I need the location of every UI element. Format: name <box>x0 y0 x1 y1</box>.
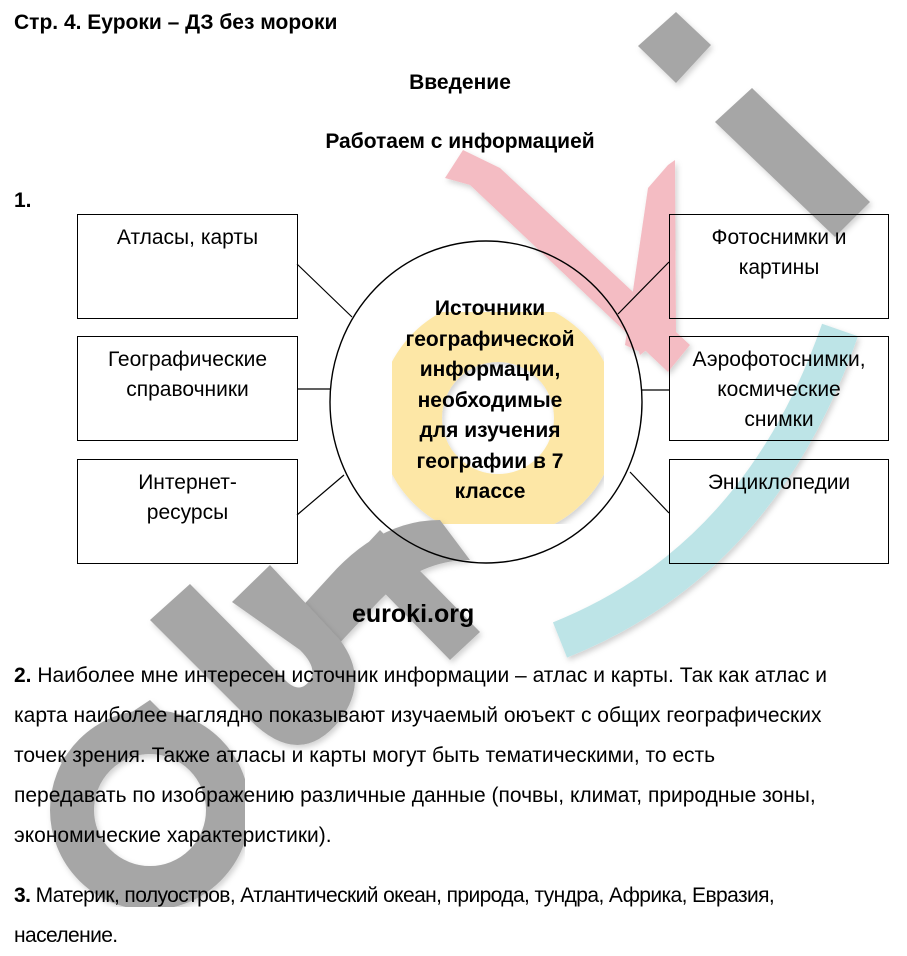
page-header: Стр. 4. Еуроки – ДЗ без мороки <box>14 11 338 34</box>
circle-line: необходимые <box>417 388 563 412</box>
section-subtitle: Работаем с информацией <box>325 130 595 153</box>
task-2-line: точек зрения. Также атласы и карты могут… <box>14 744 716 767</box>
task-3-line: население. <box>14 924 118 947</box>
task-2-line: передавать по изображению различные данн… <box>14 784 816 807</box>
source-box-reference-books: Географические справочники <box>77 336 298 441</box>
box-text: ресурсы <box>146 501 229 524</box>
source-box-aerial-photos: Аэрофотоснимки, космические снимки <box>669 336 889 441</box>
circle-line: географии в 7 <box>416 449 564 473</box>
task-3-line: 3. Материк, полуостров, Атлантический ок… <box>14 876 907 916</box>
box-text: Атласы, карты <box>116 226 259 249</box>
box-text: картины <box>738 256 820 279</box>
box-text: справочники <box>126 378 249 401</box>
box-text: Интернет- <box>138 471 237 494</box>
box-text: снимки <box>744 408 814 431</box>
task-1-number: 1. <box>14 189 32 212</box>
box-text: космические <box>717 378 841 401</box>
box-text: Фотоснимки и <box>711 226 847 249</box>
circle-line: классе <box>454 480 526 503</box>
task-2-line: экономические характеристики). <box>14 824 332 847</box>
task-3-answer: 3. Материк, полуостров, Атлантический ок… <box>14 876 907 956</box>
task-3-text: Материк, полуостров, Атлантический океан… <box>30 884 775 907</box>
box-text: Географические <box>107 348 268 371</box>
task-2-text: Наиболее мне интересен источник информац… <box>31 664 828 687</box>
section-title: Введение <box>409 71 511 94</box>
source-box-atlases: Атласы, карты <box>77 214 298 319</box>
circle-line: географической <box>405 327 575 351</box>
box-text: Энциклопедии <box>707 471 851 494</box>
box-text: Аэрофотоснимки, <box>692 348 866 371</box>
circle-line: Источники <box>434 297 546 320</box>
source-box-encyclopedias: Энциклопедии <box>669 459 889 564</box>
task-2-number: 2. <box>14 664 32 687</box>
center-circle-text: Источники географической информации, нео… <box>370 294 610 508</box>
source-box-internet: Интернет- ресурсы <box>77 459 298 564</box>
circle-line: для изучения <box>419 419 561 442</box>
source-box-photos: Фотоснимки и картины <box>669 214 889 319</box>
task-2-answer: 2. Наиболее мне интересен источник инфор… <box>14 656 907 856</box>
task-3-number: 3. <box>14 884 31 907</box>
task-2-line: 2. Наиболее мне интересен источник инфор… <box>14 656 907 696</box>
circle-line: информации, <box>419 358 561 381</box>
site-label: euroki.org <box>352 600 475 628</box>
task-2-line: карта наиболее наглядно показывают изуча… <box>14 704 822 727</box>
